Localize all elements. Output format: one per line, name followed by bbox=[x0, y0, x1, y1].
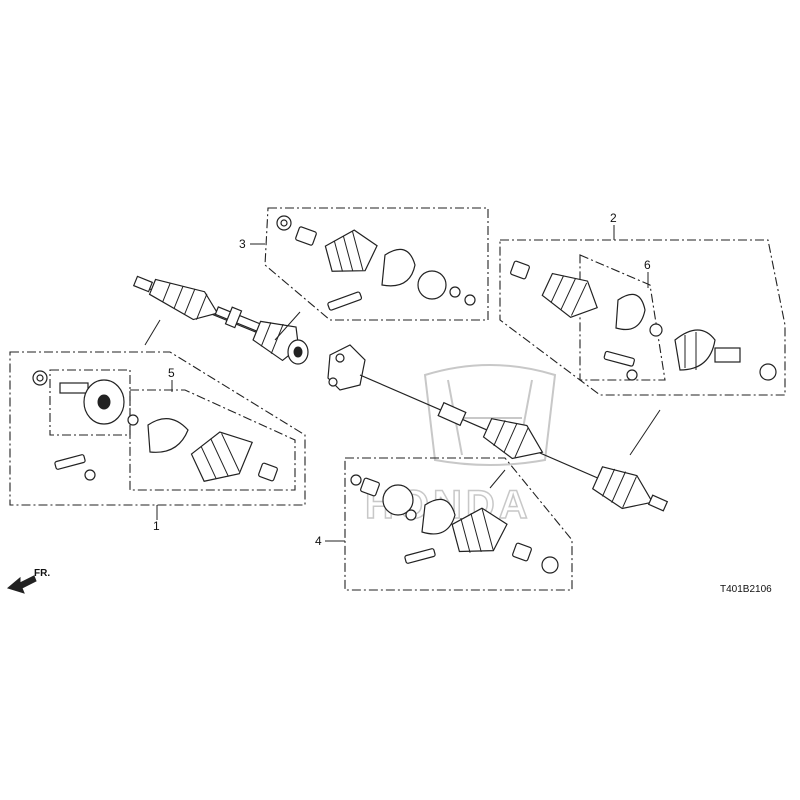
callout-4: 4 bbox=[315, 534, 322, 548]
kit-2-outline bbox=[499, 239, 786, 396]
kit-3-outline bbox=[264, 207, 489, 321]
callout-3: 3 bbox=[239, 237, 246, 251]
callout-2: 2 bbox=[610, 211, 617, 225]
left-driveshaft-assembly bbox=[132, 275, 309, 365]
front-arrow-icon bbox=[6, 575, 37, 594]
kit-2-group bbox=[499, 225, 786, 456]
callout-1: 1 bbox=[153, 519, 160, 533]
front-direction-arrow: FR. bbox=[6, 568, 50, 594]
kit-5-outline bbox=[129, 389, 296, 491]
kit-1-group bbox=[9, 319, 306, 520]
callout-6: 6 bbox=[644, 258, 651, 272]
front-label: FR. bbox=[34, 568, 50, 579]
callout-5: 5 bbox=[168, 366, 175, 380]
kit-6-outline bbox=[579, 254, 666, 381]
kit-1-outline bbox=[9, 351, 306, 506]
right-driveshaft-assembly bbox=[327, 344, 669, 512]
kit-3-group bbox=[250, 207, 489, 341]
diagram-code: T401B2106 bbox=[720, 584, 772, 595]
kit-4-outline bbox=[344, 457, 573, 591]
kit-4-group bbox=[325, 457, 573, 591]
